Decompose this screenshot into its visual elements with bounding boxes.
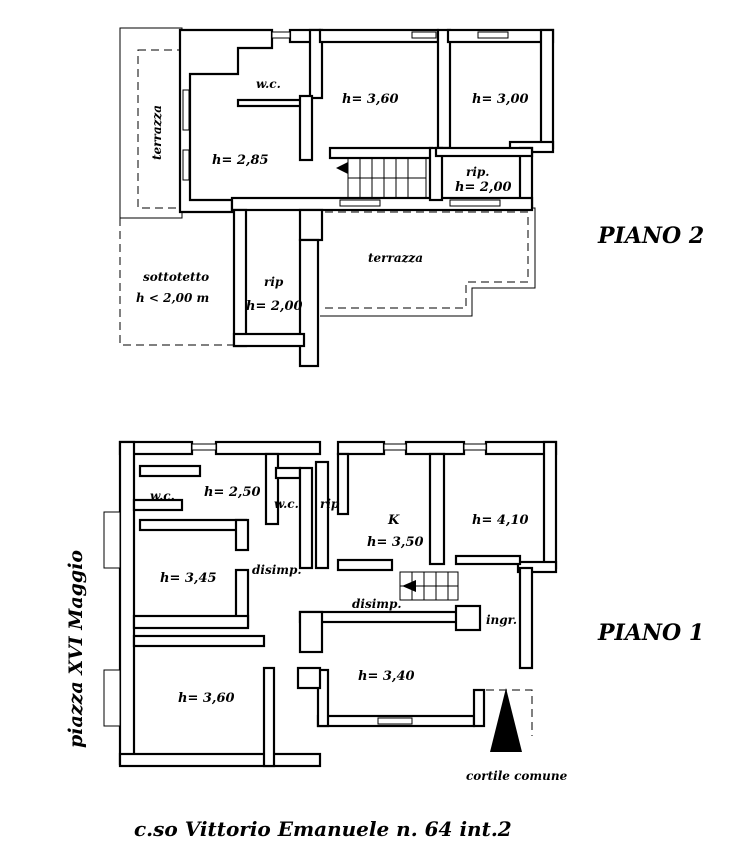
wall-wc-bottom bbox=[236, 98, 310, 108]
wall-mid-v bbox=[436, 28, 452, 150]
f2-terrace-right-label: terrazza bbox=[368, 251, 423, 265]
f1-kitchen-label: K bbox=[387, 513, 400, 528]
wall-east bbox=[539, 28, 555, 150]
wall-wc2-top bbox=[274, 466, 302, 480]
wall-n-d bbox=[404, 440, 466, 456]
wall-stair-top bbox=[328, 146, 434, 160]
wall-n-c bbox=[336, 440, 386, 456]
wall-rip-west bbox=[232, 208, 248, 348]
f1-courtyard-label: cortile comune bbox=[466, 769, 568, 783]
wall-k-bottom bbox=[336, 558, 394, 572]
window-n-c bbox=[463, 443, 487, 451]
wall-wc1-bottom bbox=[132, 498, 184, 512]
wall-room-b-right-a bbox=[234, 518, 250, 552]
window-s-a bbox=[377, 717, 413, 725]
wall-room-d-pier bbox=[296, 666, 322, 690]
f1-wc1-height: h= 2,50 bbox=[204, 485, 261, 500]
wall-rip-right bbox=[336, 452, 350, 516]
terrace-right-outline bbox=[320, 207, 536, 317]
wall-n2 bbox=[308, 28, 324, 100]
f2-room-a-height: h= 3,60 bbox=[342, 92, 399, 107]
f2-rip-height: h= 2,00 bbox=[455, 180, 512, 195]
wall-rip-top bbox=[434, 146, 534, 158]
wall-corridor-pier bbox=[298, 610, 324, 654]
f1-room-d-height: h= 3,40 bbox=[358, 669, 415, 684]
entrance-arrow-icon bbox=[490, 688, 522, 752]
wall-wc1-right bbox=[264, 452, 280, 526]
wall-east-lower bbox=[518, 566, 534, 670]
attic-dashed-outline bbox=[119, 218, 235, 346]
f1-room-b-height: h= 3,45 bbox=[160, 571, 217, 586]
window-n-a bbox=[191, 443, 217, 451]
window-w2 bbox=[182, 149, 190, 181]
staircase-floor2 bbox=[336, 157, 427, 199]
f1-wc1-label: w.c. bbox=[150, 489, 175, 503]
staircase-floor1 bbox=[399, 571, 459, 601]
wall-rip-east bbox=[298, 238, 320, 368]
floor-1-plan: w.c. h= 2,50 w.c. rip K h= 3,50 h= 4,10 … bbox=[103, 440, 704, 783]
window-w1 bbox=[182, 89, 190, 131]
f1-disimp-a: disimp. bbox=[252, 563, 302, 577]
wall-room-c-top bbox=[132, 634, 266, 648]
f1-room-a-height: h= 4,10 bbox=[472, 513, 529, 528]
wall-k4-bottom bbox=[454, 554, 522, 566]
f2-attic-height: h < 2,00 m bbox=[136, 291, 209, 305]
f2-rip2-label: rip bbox=[264, 275, 284, 289]
wall-n-b bbox=[214, 440, 322, 456]
courtyard-dashed bbox=[486, 689, 533, 736]
wall-south-a bbox=[118, 752, 322, 768]
wall-wc1-top bbox=[138, 464, 202, 478]
window-n1 bbox=[271, 31, 291, 39]
window-n2 bbox=[411, 31, 437, 39]
window-w-b bbox=[103, 669, 121, 727]
floor-2-plan: w.c. h= 3,60 h= 3,00 h= 2,85 terrazza ri… bbox=[119, 27, 704, 368]
window-n3 bbox=[477, 31, 509, 39]
f2-rip2-height: h= 2,00 bbox=[246, 299, 303, 314]
wall-rip-left bbox=[314, 460, 330, 570]
wall-wc-right bbox=[298, 94, 314, 162]
piazza-label: piazza XVI Maggio bbox=[65, 550, 87, 748]
wall-west bbox=[118, 440, 136, 766]
f2-room-b-height: h= 3,00 bbox=[472, 92, 529, 107]
wall-room-b-top bbox=[138, 518, 248, 532]
floor-1-title: PIANO 1 bbox=[597, 620, 704, 646]
f2-attic-label: sottotetto bbox=[143, 270, 209, 284]
stair-arrow-icon bbox=[336, 162, 348, 174]
window-n-b bbox=[383, 443, 407, 451]
wall-rip-south bbox=[232, 332, 306, 348]
stair-arrow-icon bbox=[402, 580, 416, 592]
wall-courtyard bbox=[472, 688, 486, 728]
f1-disimp-b: disimp. bbox=[352, 597, 402, 611]
wall-corridor-top bbox=[298, 610, 462, 624]
window-s1 bbox=[339, 199, 381, 207]
f1-wc2-label: w.c. bbox=[274, 497, 299, 511]
f2-rip-label: rip. bbox=[466, 165, 489, 179]
f2-wc-label: w.c. bbox=[256, 77, 281, 91]
f2-room-c-height: h= 2,85 bbox=[212, 153, 269, 168]
wall-wc2-right bbox=[298, 466, 314, 570]
wall-south-step bbox=[316, 668, 330, 728]
f1-room-c-height: h= 3,60 bbox=[178, 691, 235, 706]
f2-terrace-left-label: terrazza bbox=[150, 105, 164, 160]
window-w-a bbox=[103, 511, 121, 569]
wall-k-right bbox=[428, 452, 446, 566]
wall-corridor-east bbox=[454, 604, 482, 632]
floor-2-title: PIANO 2 bbox=[597, 223, 704, 249]
wall-room-b-bottom bbox=[132, 614, 250, 630]
wall-pier bbox=[298, 208, 324, 242]
f1-entrance-label: ingr. bbox=[486, 613, 517, 627]
wall-west-block bbox=[178, 28, 274, 214]
f1-rip-label: rip bbox=[320, 497, 340, 511]
f1-kitchen-height: h= 3,50 bbox=[367, 535, 424, 550]
wall-room-c-right bbox=[262, 666, 276, 768]
wall-east-step bbox=[516, 560, 558, 574]
window-s2 bbox=[449, 199, 501, 207]
terrace-right-dashed bbox=[325, 211, 529, 309]
street-address-label: c.so Vittorio Emanuele n. 64 int.2 bbox=[134, 817, 512, 841]
wall-east-upper bbox=[542, 440, 558, 570]
